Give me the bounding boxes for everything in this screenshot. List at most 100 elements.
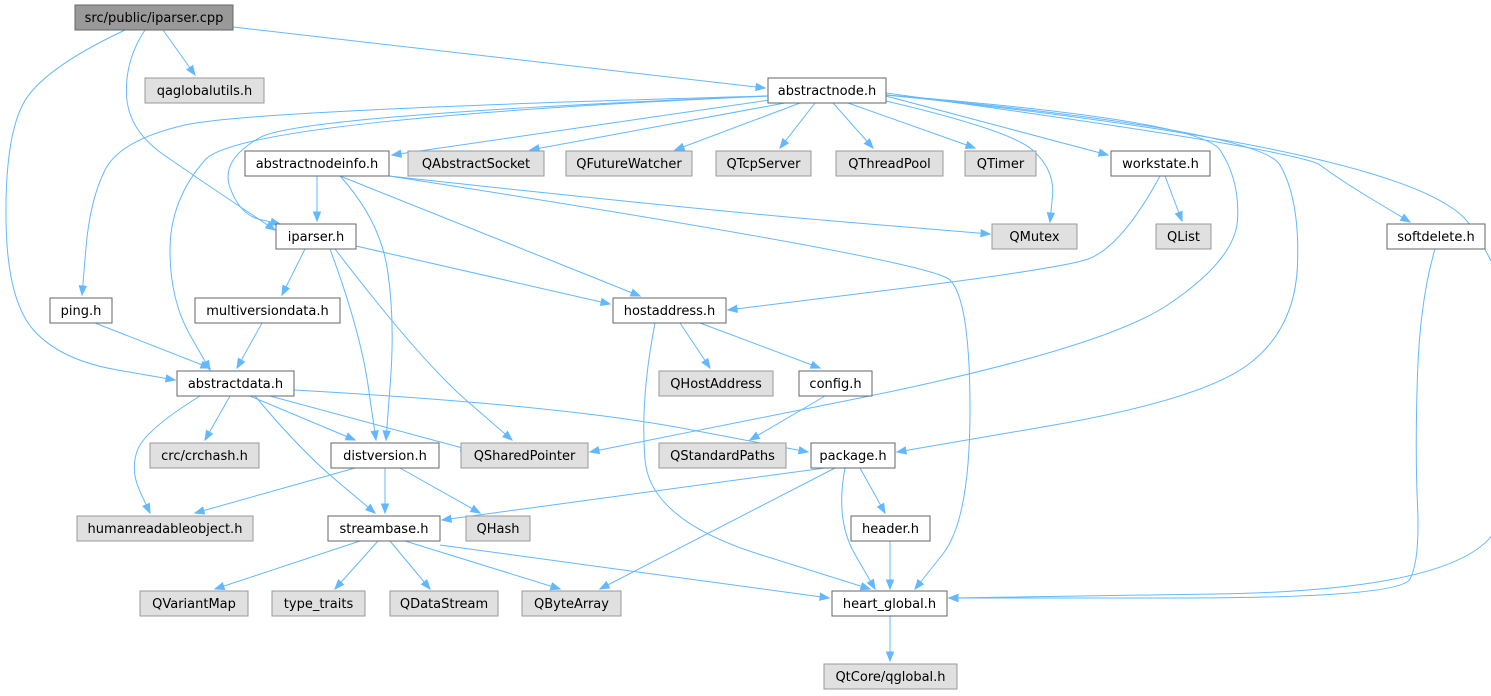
edge-arrowhead bbox=[885, 651, 895, 663]
node-box bbox=[176, 370, 295, 397]
edge-arrowhead bbox=[370, 429, 379, 442]
node-box bbox=[1386, 223, 1486, 250]
node-abstractnode[interactable]: abstractnode.h bbox=[767, 77, 887, 104]
node-label: QHash bbox=[477, 522, 520, 537]
edge-arrowhead bbox=[1046, 212, 1056, 224]
node-config[interactable]: config.h bbox=[798, 370, 873, 397]
edge-line bbox=[599, 467, 836, 590]
edge-arrowhead bbox=[701, 357, 711, 370]
edge-arrowhead bbox=[859, 582, 872, 591]
edge-arrowhead bbox=[502, 430, 514, 441]
edge-streambase-to-qvariantmap bbox=[213, 540, 361, 591]
edge-arrowhead bbox=[549, 582, 562, 591]
edge-line bbox=[339, 175, 393, 441]
edge-abstractdata-to-distversion bbox=[249, 395, 357, 441]
edge-arrowhead bbox=[312, 211, 322, 223]
node-label: QStandardPaths bbox=[670, 449, 775, 464]
node-box bbox=[658, 442, 787, 469]
node-box bbox=[565, 150, 693, 177]
edge-line bbox=[391, 99, 771, 156]
node-box bbox=[991, 223, 1078, 250]
edge-arrowhead bbox=[199, 360, 212, 369]
edge-arrowhead bbox=[748, 431, 761, 441]
node-package[interactable]: package.h bbox=[810, 442, 896, 469]
node-ping[interactable]: ping.h bbox=[49, 297, 113, 324]
node-qfuturewatcher: QFutureWatcher bbox=[565, 150, 693, 177]
node-softdelete[interactable]: softdelete.h bbox=[1386, 223, 1486, 250]
dependency-edges bbox=[5, 26, 1491, 663]
node-abstractdata[interactable]: abstractdata.h bbox=[176, 370, 295, 397]
edge-line bbox=[227, 95, 769, 225]
node-box bbox=[715, 150, 812, 177]
edge-abstractnodeinfo-to-iparser_h bbox=[312, 176, 322, 223]
node-qdatastream: QDataStream bbox=[389, 590, 499, 617]
edge-arrowhead bbox=[186, 64, 196, 77]
edge-arrowhead bbox=[588, 445, 601, 455]
node-label: crc/crchash.h bbox=[161, 449, 248, 464]
edge-line bbox=[885, 94, 1491, 599]
edge-line bbox=[441, 467, 826, 521]
edge-line bbox=[832, 102, 874, 149]
node-heartglobal[interactable]: heart_global.h bbox=[831, 590, 948, 617]
edge-abstractdata-to-crchash bbox=[204, 395, 231, 442]
edge-distversion-to-streambase bbox=[380, 468, 390, 515]
node-qthreadpool: QThreadPool bbox=[835, 150, 944, 177]
edge-abstractnodeinfo-to-qmutex bbox=[388, 175, 992, 238]
edge-abstractnodeinfo-to-hostaddress bbox=[339, 175, 642, 297]
node-qmutex: QMutex bbox=[991, 223, 1078, 250]
edge-arrowhead bbox=[779, 137, 790, 150]
node-distversion[interactable]: distversion.h bbox=[330, 442, 440, 469]
node-label: QMutex bbox=[1009, 230, 1060, 245]
node-box bbox=[49, 297, 113, 324]
edge-abstractnode-to-softdelete bbox=[885, 92, 1412, 223]
edge-arrowhead bbox=[980, 228, 992, 238]
edge-package-to-qbytearray bbox=[598, 467, 836, 590]
edge-arrowhead bbox=[164, 374, 177, 383]
node-box bbox=[275, 223, 357, 250]
edge-arrowhead bbox=[964, 140, 977, 149]
edge-package-to-streambase bbox=[440, 467, 826, 523]
node-iparser_h[interactable]: iparser.h bbox=[275, 223, 357, 250]
edge-abstractnode-to-qtcpserver bbox=[779, 102, 816, 150]
node-label: iparser.h bbox=[288, 230, 344, 245]
edge-arrowhead bbox=[599, 297, 612, 307]
edge-distversion-to-humanreadable bbox=[193, 467, 356, 515]
node-box bbox=[327, 515, 441, 542]
node-workstate[interactable]: workstate.h bbox=[1110, 150, 1211, 177]
node-qvariantmap: QVariantMap bbox=[139, 590, 249, 617]
edge-line bbox=[841, 467, 876, 590]
edge-arrowhead bbox=[885, 579, 895, 591]
node-iparser_cpp[interactable]: src/public/iparser.cpp bbox=[74, 4, 234, 31]
node-qhostaddress: QHostAddress bbox=[658, 370, 774, 397]
edge-line bbox=[293, 389, 809, 453]
node-box bbox=[389, 590, 499, 617]
edge-arrowhead bbox=[236, 357, 246, 370]
edge-iparser_cpp-to-iparser_h bbox=[125, 29, 277, 231]
edge-line bbox=[949, 248, 1436, 599]
edge-line bbox=[779, 102, 816, 149]
node-streambase[interactable]: streambase.h bbox=[327, 515, 441, 542]
edge-iparser_h-to-multiversiondata bbox=[281, 248, 306, 297]
node-hostaddress[interactable]: hostaddress.h bbox=[612, 297, 727, 324]
edge-abstractnode-to-ping bbox=[78, 95, 769, 297]
edge-arrowhead bbox=[420, 578, 431, 591]
edge-line bbox=[699, 322, 821, 369]
node-label: QFutureWatcher bbox=[576, 157, 682, 172]
edge-arrowhead bbox=[390, 149, 403, 158]
node-box bbox=[244, 150, 390, 177]
edge-line bbox=[674, 102, 801, 151]
edge-arrowhead bbox=[344, 432, 357, 441]
edge-iparser_h-to-qsharedpointer bbox=[334, 248, 514, 441]
edge-streambase-to-heartglobal bbox=[439, 544, 831, 601]
node-box bbox=[271, 590, 366, 617]
node-header[interactable]: header.h bbox=[850, 515, 931, 542]
node-label: QThreadPool bbox=[848, 157, 931, 172]
node-box bbox=[465, 515, 531, 542]
node-label: abstractnode.h bbox=[778, 84, 876, 99]
edge-arrowhead bbox=[629, 288, 642, 297]
edge-workstate-to-hostaddress bbox=[726, 175, 1161, 314]
node-abstractnodeinfo[interactable]: abstractnodeinfo.h bbox=[244, 150, 390, 177]
edge-line bbox=[749, 395, 826, 441]
edge-iparser_cpp-to-qaglobalutils bbox=[162, 29, 196, 77]
node-multiversiondata[interactable]: multiversiondata.h bbox=[194, 297, 341, 324]
